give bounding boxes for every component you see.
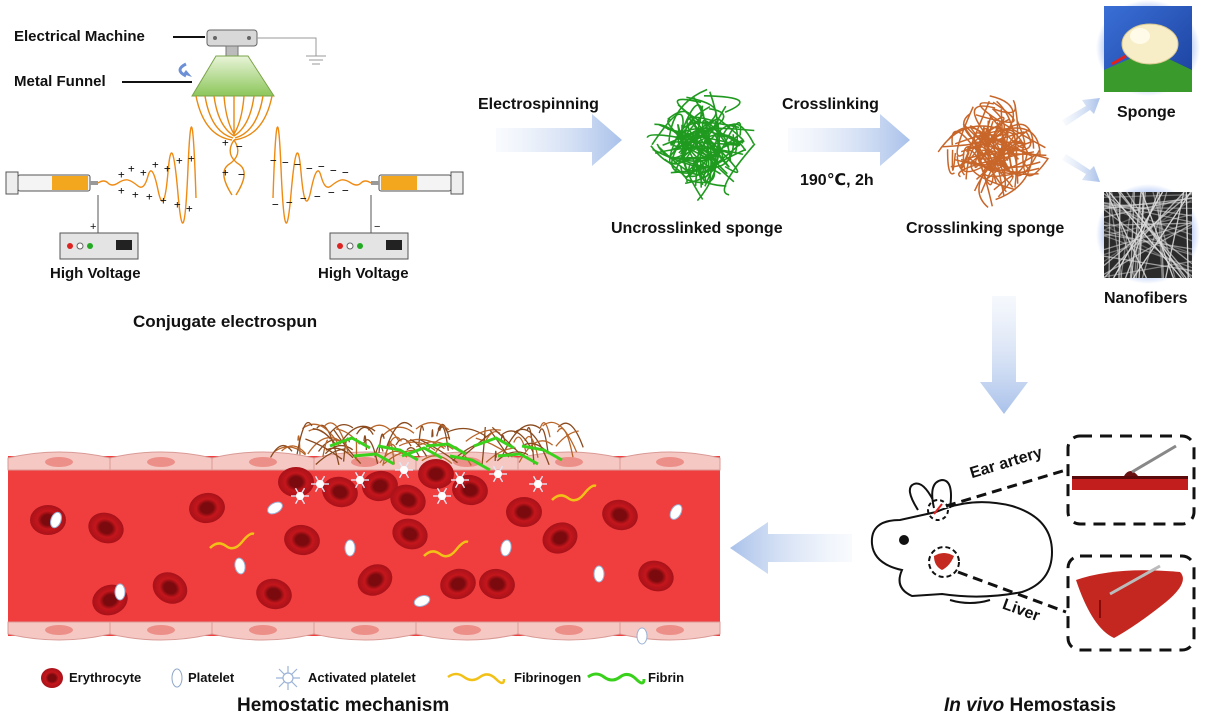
right-syringe [371, 171, 464, 195]
svg-text:−: − [342, 184, 349, 197]
label-uncrosslinked-sponge: Uncrosslinked sponge [611, 220, 783, 237]
svg-text:+: + [146, 190, 153, 203]
crosslinking-arrow [788, 114, 910, 166]
svg-text:+: + [118, 168, 125, 181]
svg-text:−: − [294, 158, 301, 171]
legend-erythrocyte-icon [41, 668, 63, 688]
svg-text:−: − [330, 164, 337, 177]
svg-text:−: − [342, 166, 349, 179]
sponge-on-vessel [270, 421, 584, 472]
svg-text:−: − [238, 168, 245, 181]
svg-text:−: − [270, 154, 277, 167]
vessel-cells [30, 459, 683, 645]
legend-erythrocyte-label: Erythrocyte [69, 670, 142, 685]
electrical-machine [173, 29, 326, 65]
svg-text:+: + [186, 202, 193, 215]
svg-text:+: + [164, 162, 171, 175]
svg-text:−: − [300, 192, 307, 205]
label-nanofibers: Nanofibers [1104, 290, 1188, 307]
left-jet [97, 126, 197, 224]
label-metal-funnel: Metal Funnel [14, 73, 106, 90]
label-electrical-machine: Electrical Machine [14, 28, 145, 45]
svg-text:+: + [152, 158, 159, 171]
svg-text:+: + [132, 188, 139, 201]
legend-platelet-label: Platelet [188, 670, 235, 685]
label-high-voltage-left: High Voltage [50, 265, 141, 282]
sponge-photo [1096, 0, 1200, 96]
svg-text:−: − [318, 160, 325, 173]
electrospinning-arrow [496, 114, 622, 166]
svg-text:−: − [272, 198, 279, 211]
caption-conjugate-electrospun: Conjugate electrospun [133, 312, 318, 331]
left-arrow [730, 522, 852, 574]
svg-text:+: + [128, 162, 135, 175]
ear-artery-box [1066, 434, 1196, 526]
svg-text:+: + [222, 136, 229, 149]
legend-platelet-icon [171, 668, 183, 688]
rabbit [870, 478, 1054, 604]
svg-text:+: + [90, 221, 96, 233]
svg-text:−: − [282, 156, 289, 169]
liver-site [928, 546, 1067, 614]
svg-text:−: − [236, 140, 243, 153]
svg-text:+: + [222, 166, 229, 179]
label-high-voltage-right: High Voltage [318, 265, 409, 282]
svg-text:+: + [118, 184, 125, 197]
ear-site [927, 468, 1067, 521]
caption-in-vivo-hemostasis: In vivo Hemostasis [944, 695, 1116, 717]
legend-fibrinogen-line [447, 672, 506, 685]
metal-funnel [122, 45, 275, 97]
svg-text:+: + [174, 198, 181, 211]
legend-activated-platelet-label: Activated platelet [308, 670, 416, 685]
legend-fibrin-label: Fibrin [648, 670, 685, 685]
to-sponge-arrow [1062, 98, 1100, 126]
label-sponge: Sponge [1117, 104, 1176, 121]
svg-text:+: + [160, 194, 167, 207]
legend-activated-platelet-icon [276, 666, 300, 690]
caption-hemostatic-mechanism: Hemostatic mechanism [237, 695, 450, 716]
svg-text:+: + [140, 166, 147, 179]
label-condition: 190℃, 2h [800, 172, 874, 189]
crosslinked-sponge [937, 95, 1049, 208]
legend-fibrin-line [587, 672, 646, 685]
svg-text:−: − [306, 162, 313, 175]
svg-text:−: − [314, 190, 321, 203]
left-syringe [5, 171, 98, 195]
caption-hemostasis: Hemostasis [1004, 695, 1117, 716]
right-jet [272, 126, 372, 224]
legend-fibrinogen-label: Fibrinogen [514, 670, 582, 685]
label-crosslinking: Crosslinking [782, 96, 879, 113]
label-electrospinning: Electrospinning [478, 96, 599, 113]
svg-text:−: − [328, 186, 335, 199]
svg-text:−: − [286, 196, 293, 209]
right-power-supply: − [329, 195, 409, 260]
liver-box [1066, 554, 1196, 652]
caption-in-vivo-italic: In vivo [944, 695, 1005, 716]
svg-text:−: − [374, 221, 380, 233]
down-arrow [980, 296, 1028, 414]
left-power-supply: + [59, 195, 139, 260]
svg-text:+: + [188, 152, 195, 165]
to-nanofibers-arrow [1062, 154, 1100, 182]
funnel-fibers [195, 95, 273, 196]
label-crosslinking-sponge: Crosslinking sponge [906, 220, 1065, 237]
uncrosslinked-sponge [646, 88, 756, 202]
charge-symbols: ++++ +++ ++++ ++ −−−− −−− −−−− −− +−+− [118, 136, 349, 215]
nanofiber-sem [1096, 184, 1200, 284]
svg-text:+: + [176, 154, 183, 167]
